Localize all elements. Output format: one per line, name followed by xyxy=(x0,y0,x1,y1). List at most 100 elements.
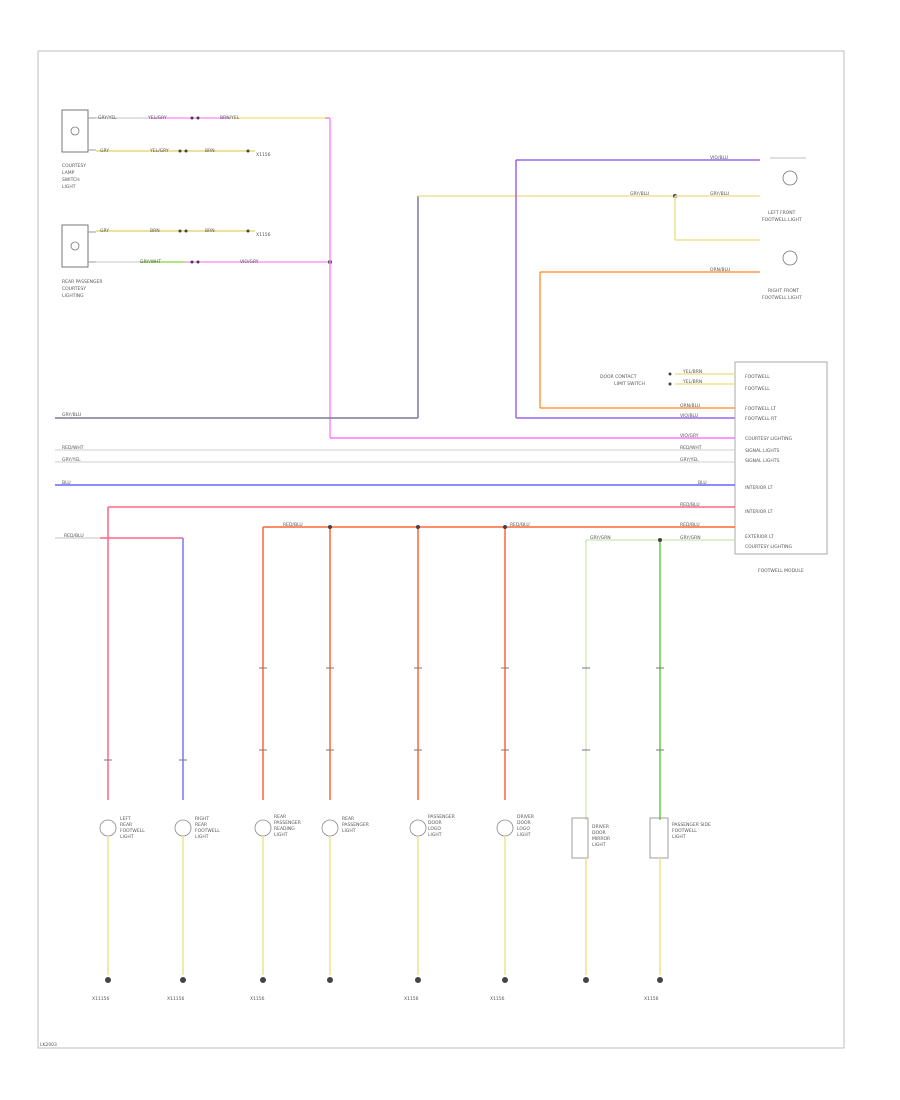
bottom-lamp-1-label-2: REAR xyxy=(120,822,132,828)
connector-marks xyxy=(104,667,664,761)
right-front-footwell-light xyxy=(782,250,798,266)
bottom-lamp-6-label-3: LOGO xyxy=(517,826,530,832)
wire-label: BRN/YEL xyxy=(220,115,240,121)
wire-label: YEL/BRN xyxy=(682,369,702,375)
module-pin-8: INTERIOR LT xyxy=(745,485,773,491)
module-pin-3: FOOTWELL LT xyxy=(745,406,776,412)
module-pin-6: SIGNAL LIGHTS xyxy=(745,448,780,454)
wire-label: VIO/GRY xyxy=(240,259,259,265)
bottom-lamp-3-label-4: LIGHT xyxy=(274,832,288,838)
top-lamp-wire-1 xyxy=(96,116,330,120)
wire-label: ORN/BLU xyxy=(710,267,730,273)
top-lamp-label-4: LIGHT xyxy=(62,184,76,190)
left-front-footwell-light xyxy=(770,157,806,186)
wire-label: RED/BLU xyxy=(283,522,303,528)
wire-label: ORN/BLU xyxy=(680,403,700,409)
wire-label: BRN xyxy=(150,228,160,234)
second-lamp-label-1: REAR PASSENGER xyxy=(62,279,103,285)
bottom-lamp-5-label-3: LOGO xyxy=(428,826,441,832)
wire-label: YEL/BRN xyxy=(682,379,702,385)
wire-label: RED/BLU xyxy=(64,533,84,539)
bottom-lamp-5 xyxy=(409,819,427,983)
bottom-lamp-8-label-3: LIGHT xyxy=(672,834,686,840)
wire-label: YEL/GRY xyxy=(147,115,167,121)
bottom-lamp-3-label-3: READING xyxy=(274,826,295,832)
ground-label-3: X1156 xyxy=(250,996,265,1002)
bottom-lamp-1-label-1: LEFT xyxy=(120,816,131,822)
bottom-lamp-4-label-1: REAR xyxy=(342,816,354,822)
wire-label: GRY/WHT xyxy=(140,259,161,265)
module-pin-11: COURTESY LIGHTING xyxy=(745,544,793,550)
ground-label-6: X1156 xyxy=(644,996,659,1002)
bottom-lamp-2-label-4: LIGHT xyxy=(195,834,209,840)
orange-wire xyxy=(539,271,760,409)
bottom-lamp-6-label-1: DRIVER xyxy=(517,814,534,820)
right-top-label-1: LEFT FRONT xyxy=(768,210,796,216)
violet-wire xyxy=(515,159,760,419)
bottom-lamp-8-label-2: FOOTWELL xyxy=(672,828,697,834)
bottom-lamp-3 xyxy=(254,819,272,983)
module-pin-2: FOOTWELL xyxy=(745,386,770,392)
footwell-module-label: FOOTWELL MODULE xyxy=(758,568,804,574)
wire-label: GRY/BLU xyxy=(630,191,649,197)
wire-label: BLU xyxy=(62,480,71,486)
bottom-lamp-8 xyxy=(649,817,669,983)
wire-label: RED/BLU xyxy=(680,522,700,528)
wire-label: VIO/GRY xyxy=(680,433,699,439)
red-orange-bus xyxy=(262,525,735,800)
wire-label: RED/WHT xyxy=(62,445,84,451)
wire-label: GRY/GRN xyxy=(680,535,701,541)
second-lamp-wire-1 xyxy=(96,229,255,233)
bottom-lamp-7-label-3: MIRROR xyxy=(592,836,610,842)
wire-label: YEL/GRY xyxy=(149,148,169,154)
bottom-lamp-2-label-3: FOOTWELL xyxy=(195,828,220,834)
bottom-lamp-8-label-1: PASSENGER SIDE xyxy=(672,822,711,828)
bottom-lamp-6-label-2: DOOR xyxy=(517,820,531,826)
bottom-lamp-5-label-4: LIGHT xyxy=(428,832,442,838)
left-wire-1 xyxy=(55,195,675,419)
left-wires-2-3 xyxy=(55,449,735,463)
bottom-lamp-7 xyxy=(571,817,589,983)
second-lamp xyxy=(61,224,96,268)
bottom-lamp-2-label-1: RIGHT xyxy=(195,816,209,822)
bottom-lamp-6-label-4: LIGHT xyxy=(517,832,531,838)
module-pin-1: FOOTWELL xyxy=(745,374,770,380)
bottom-lamp-4-label-2: PASSENGER xyxy=(342,822,369,828)
top-lamp-label-1: COURTESY xyxy=(62,163,86,169)
bottom-lamp-4 xyxy=(321,819,339,983)
splice-label: X1156 xyxy=(256,232,271,238)
footer-code: LK2003 xyxy=(40,1042,57,1048)
module-pin-4: FOOTWELL RT xyxy=(745,416,777,422)
wire-label: GRY/BLU xyxy=(62,412,81,418)
second-lamp-label-2: COURTESY xyxy=(62,286,86,292)
wire-label: RED/WHT xyxy=(680,445,702,451)
module-pin-10: EXTERIOR LT xyxy=(745,534,774,540)
module-pin-7: SIGNAL LIGHTS xyxy=(745,458,780,464)
wire-label: BRN xyxy=(205,228,215,234)
wire-label: RED/BLU xyxy=(680,502,700,508)
green-wires xyxy=(585,538,735,820)
top-lamp-label-3: SWITCH xyxy=(62,177,80,183)
wire-label: GRY/GRN xyxy=(590,535,611,541)
footwell-module xyxy=(734,361,828,555)
top-lamp-label-2: LAMP xyxy=(62,170,75,176)
ground-label-2: X11156 xyxy=(167,996,185,1002)
bottom-lamp-6 xyxy=(496,819,514,983)
top-lamp-wire-2 xyxy=(96,149,255,153)
wire-label: GRY/YEL xyxy=(62,457,81,463)
bottom-lamp-4-label-3: LIGHT xyxy=(342,828,356,834)
red-wire-lamp-1 xyxy=(107,506,735,800)
yellow-split xyxy=(673,194,760,241)
wire-label: BRN xyxy=(205,148,215,154)
splice-label: X1156 xyxy=(256,152,271,158)
bottom-lamp-7-label-1: DRIVER xyxy=(592,824,609,830)
bottom-lamp-7-label-2: DOOR xyxy=(592,830,606,836)
top-lamp xyxy=(61,109,96,153)
door-contact-input xyxy=(668,372,735,386)
module-pin-9: INTERIOR LT xyxy=(745,509,773,515)
right-second-label-2: FOOTWELL LIGHT xyxy=(762,295,802,301)
bottom-lamp-3-label-2: PASSENGER xyxy=(274,820,301,826)
wire-label: GRY/BLU xyxy=(710,191,729,197)
ground-label-1: X11156 xyxy=(92,996,110,1002)
